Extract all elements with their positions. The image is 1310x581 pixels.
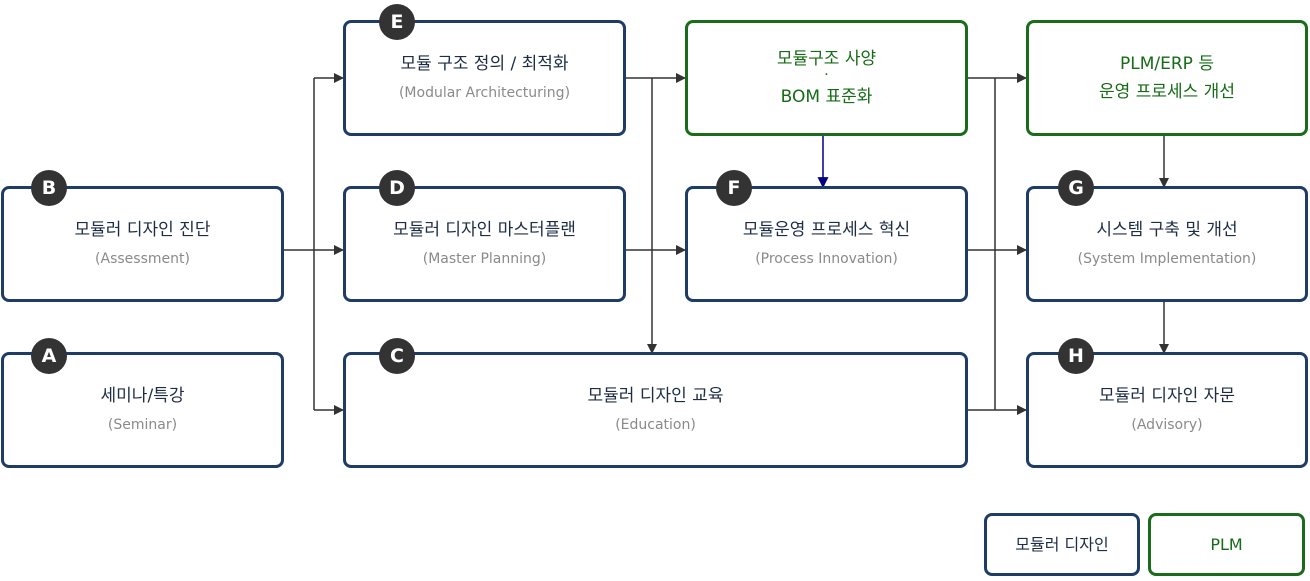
box-f-subtitle: (Process Innovation) xyxy=(755,251,898,267)
bom-line1: 모듈구조 사양 xyxy=(776,49,877,69)
box-c-education: 모듈러 디자인 교육 (Education) xyxy=(343,352,968,468)
legend-plm-label: PLM xyxy=(1210,534,1243,554)
box-bom-standardization: 모듈구조 사양 · BOM 표준화 xyxy=(685,20,968,136)
box-h-subtitle: (Advisory) xyxy=(1131,417,1203,433)
box-a-subtitle: (Seminar) xyxy=(107,417,178,433)
badge-d: D xyxy=(379,170,415,206)
box-a-title: 세미나/특강 xyxy=(100,386,185,406)
box-h-title: 모듈러 디자인 자문 xyxy=(1099,386,1235,406)
box-b-title: 모듈러 디자인 진단 xyxy=(74,220,211,240)
box-g-subtitle: (System Implementation) xyxy=(1077,251,1257,267)
box-f-title: 모듈운영 프로세스 혁신 xyxy=(742,220,911,240)
badge-b: B xyxy=(31,170,67,206)
box-g-title: 시스템 구축 및 개선 xyxy=(1096,220,1238,240)
box-plm-erp: PLM/ERP 등 운영 프로세스 개선 xyxy=(1026,20,1308,136)
box-e-subtitle: (Modular Architecturing) xyxy=(398,85,571,101)
badge-a: A xyxy=(31,338,67,374)
legend-modular-design: 모듈러 디자인 xyxy=(984,513,1140,576)
box-b-subtitle: (Assessment) xyxy=(95,251,190,267)
badge-e: E xyxy=(379,4,415,40)
box-e-title: 모듈 구조 정의 / 최적화 xyxy=(400,54,569,74)
box-d-subtitle: (Master Planning) xyxy=(422,251,547,267)
badge-c: C xyxy=(379,338,415,374)
plm-line2: 운영 프로세스 개선 xyxy=(1099,82,1235,102)
box-d-title: 모듈러 디자인 마스터플랜 xyxy=(393,220,576,240)
bom-dot: · xyxy=(824,67,829,83)
legend-plm: PLM xyxy=(1148,513,1305,576)
badge-h: H xyxy=(1058,338,1094,374)
legend-modular-label: 모듈러 디자인 xyxy=(1015,534,1109,554)
box-d-master-planning: 모듈러 디자인 마스터플랜 (Master Planning) xyxy=(343,186,626,302)
box-c-subtitle: (Education) xyxy=(615,417,696,433)
bom-line2: BOM 표준화 xyxy=(780,87,873,107)
plm-line1: PLM/ERP 등 xyxy=(1120,54,1214,74)
badge-f: F xyxy=(716,170,752,206)
box-c-title: 모듈러 디자인 교육 xyxy=(587,386,724,406)
box-e-modular-architecturing: 모듈 구조 정의 / 최적화 (Modular Architecturing) xyxy=(343,20,626,136)
badge-g: G xyxy=(1058,170,1094,206)
